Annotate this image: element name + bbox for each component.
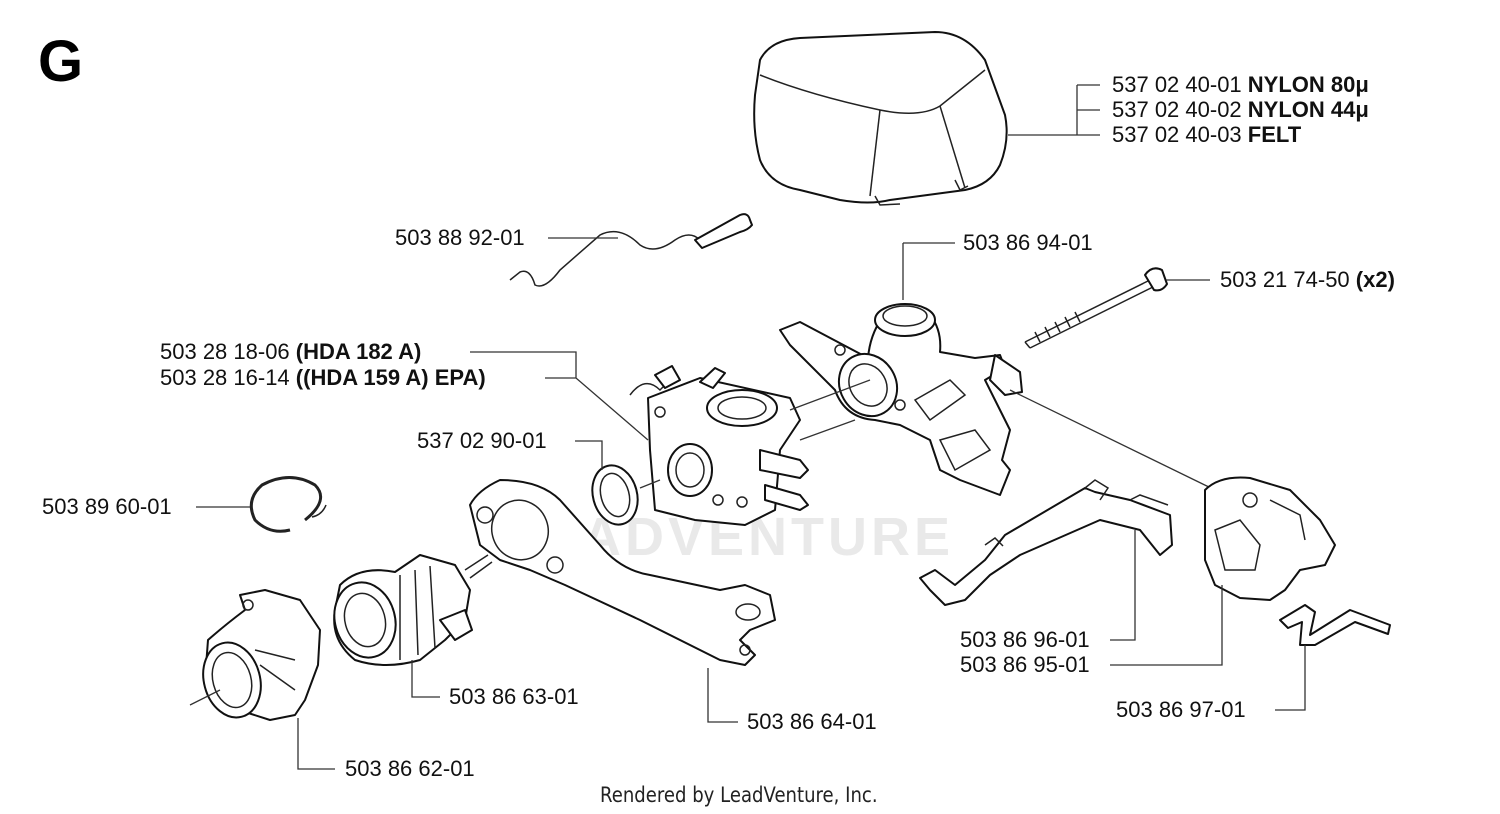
label-carb-hda159[interactable]: 503 28 16-14 ((HDA 159 A) EPA) (160, 366, 486, 390)
part-number: 537 02 40-03 (1112, 122, 1242, 147)
part-number: 503 86 97-01 (1116, 697, 1246, 722)
label-circlip[interactable]: 503 89 60-01 (42, 495, 172, 519)
label-air-filter-nylon80[interactable]: 537 02 40-01 NYLON 80μ (1112, 73, 1369, 97)
part-number: 503 86 64-01 (747, 709, 877, 734)
label-spring[interactable]: 503 86 97-01 (1116, 698, 1246, 722)
part-number: 503 86 94-01 (963, 230, 1093, 255)
part-number: 503 89 60-01 (42, 494, 172, 519)
label-air-filter-nylon44[interactable]: 537 02 40-02 NYLON 44μ (1112, 98, 1369, 122)
label-bracket[interactable]: 503 86 95-01 (960, 653, 1090, 677)
air-filter-illustration (753, 31, 1008, 206)
screw-illustration (1024, 267, 1168, 349)
part-number: 503 88 92-01 (395, 225, 525, 250)
throttle-rod-illustration (919, 479, 1173, 606)
circlip-illustration (249, 476, 327, 533)
part-number: 503 86 96-01 (960, 627, 1090, 652)
label-screw[interactable]: 503 21 74-50 (x2) (1220, 268, 1395, 292)
footer-credit: Rendered by LeadVenture, Inc. (600, 783, 878, 807)
part-number: 503 86 63-01 (449, 684, 579, 709)
intake-boot-illustration (333, 554, 473, 666)
flange-illustration (464, 479, 776, 666)
part-desc: (HDA 182 A) (295, 339, 422, 364)
part-number: 503 28 16-14 (160, 365, 290, 390)
part-number: 503 21 74-50 (1220, 267, 1350, 292)
label-air-filter-felt[interactable]: 537 02 40-03 FELT (1112, 123, 1301, 147)
carb-holder-illustration (779, 303, 1023, 496)
choke-rod-illustration (509, 213, 753, 287)
label-flange[interactable]: 503 86 64-01 (747, 710, 877, 734)
intake-ring-illustration (591, 464, 639, 526)
part-desc: NYLON 80μ (1247, 72, 1369, 97)
label-throttle-rod[interactable]: 503 86 96-01 (960, 628, 1090, 652)
part-desc: FELT (1247, 122, 1302, 147)
part-number: 503 86 95-01 (960, 652, 1090, 677)
part-number: 537 02 40-02 (1112, 97, 1242, 122)
part-desc: ((HDA 159 A) EPA) (295, 365, 486, 390)
section-letter: G (38, 29, 84, 94)
label-intake-boot[interactable]: 503 86 63-01 (449, 685, 579, 709)
label-intake-ring[interactable]: 537 02 90-01 (417, 429, 547, 453)
part-number: 537 02 90-01 (417, 428, 547, 453)
part-desc: NYLON 44μ (1247, 97, 1369, 122)
part-number: 503 28 18-06 (160, 339, 290, 364)
bracket-illustration (1204, 476, 1336, 601)
intake-adapter-illustration (202, 589, 321, 721)
label-carb-holder[interactable]: 503 86 94-01 (963, 231, 1093, 255)
carburetor-illustration (629, 365, 809, 526)
label-intake-adapter[interactable]: 503 86 62-01 (345, 757, 475, 781)
spring-illustration (1279, 604, 1391, 646)
label-carb-hda182[interactable]: 503 28 18-06 (HDA 182 A) (160, 340, 421, 364)
part-qty: (x2) (1355, 267, 1395, 292)
part-number: 537 02 40-01 (1112, 72, 1242, 97)
label-choke-rod[interactable]: 503 88 92-01 (395, 226, 525, 250)
part-number: 503 86 62-01 (345, 756, 475, 781)
